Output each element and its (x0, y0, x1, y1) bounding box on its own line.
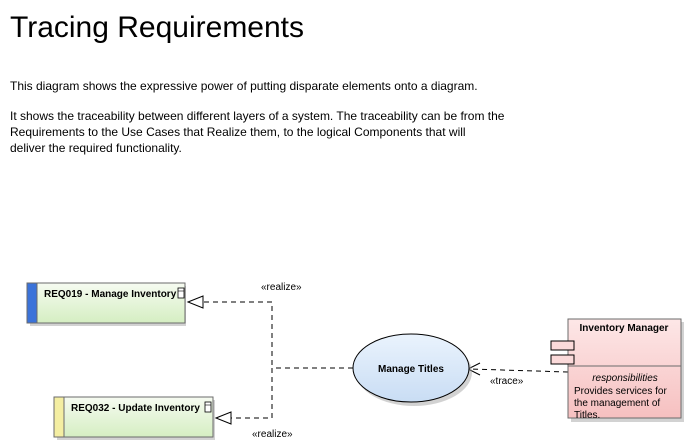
realize-connector-req032[interactable] (214, 367, 353, 425)
trace-connector[interactable] (466, 362, 569, 376)
requirement-label: REQ032 - Update Inventory (71, 403, 200, 414)
page-title: Tracing Requirements (10, 11, 305, 44)
component-inventory-manager[interactable]: Inventory Manager responsibilities Provi… (550, 318, 684, 422)
requirement-req019[interactable]: REQ019 - Manage Inventory (26, 282, 186, 326)
requirement-req032[interactable]: REQ032 - Update Inventory (53, 396, 215, 440)
requirement-icon (177, 287, 185, 299)
use-case-label: Manage Titles (378, 364, 444, 375)
requirement-stripe (53, 396, 65, 438)
responsibility-line: Titles. (574, 410, 600, 421)
trace-label: «trace» (490, 376, 524, 387)
realize-arrowhead (186, 295, 204, 309)
intro-paragraph: This diagram shows the expressive power … (10, 79, 478, 93)
trace-line-2: Requirements to the Use Cases that Reali… (10, 125, 466, 139)
component-icon (550, 340, 575, 365)
realize-arrowhead (214, 411, 232, 425)
requirement-label: REQ019 - Manage Inventory (44, 289, 177, 300)
requirement-icon (204, 401, 212, 413)
realize-connector-req019[interactable] (186, 295, 273, 365)
trace-line-1: It shows the traceability between differ… (10, 109, 505, 123)
realize-label-bottom: «realize» (252, 429, 293, 440)
use-case-manage-titles[interactable]: Manage Titles (352, 333, 472, 406)
realize-label-top: «realize» (261, 282, 302, 293)
responsibility-line: the management of (574, 398, 660, 409)
requirement-stripe (26, 282, 38, 324)
trace-line-3: deliver the required functionality. (10, 141, 182, 155)
component-name: Inventory Manager (580, 323, 669, 334)
compartment-title: responsibilities (592, 373, 658, 384)
responsibility-line: Provides services for (574, 386, 667, 397)
